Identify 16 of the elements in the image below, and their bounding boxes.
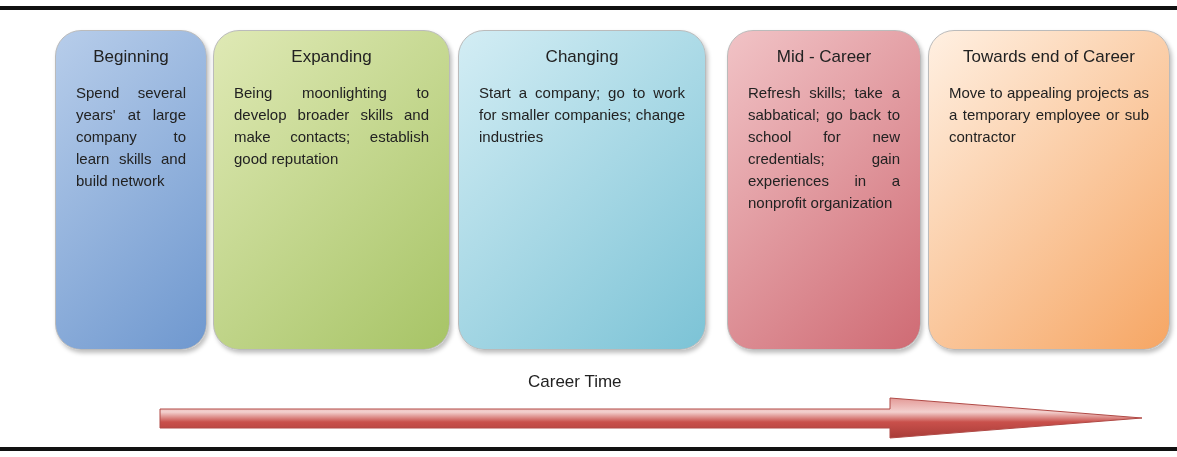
stage-card: [458, 30, 706, 350]
stage-heading: Beginning: [92, 46, 170, 68]
stage-description: Spend several years' at large company to learn skills and build network: [76, 83, 186, 191]
stage-description: Being moonlighting to develop broader skills and make contacts; establish good reputation: [234, 83, 429, 169]
stage-card: [55, 30, 207, 350]
stage-description: Move to appealing projects as a temporary employee or sub contractor: [949, 83, 1149, 147]
axis-label: Career Time: [528, 372, 622, 392]
stage-card: [928, 30, 1170, 350]
stage-description: Refresh skills; take a sabbatical; go back to school for new credentials; gain experiences in a nonprofit organization: [748, 83, 900, 213]
stage-heading: Changing: [544, 46, 620, 68]
stage-heading: Mid - Career: [775, 46, 873, 68]
stage-card: [727, 30, 921, 350]
stage-heading: Towards end of Career: [962, 46, 1136, 68]
stage-card: [213, 30, 450, 350]
stage-heading: Expanding: [290, 46, 373, 68]
stage-description: Start a company; go to work for smaller companies; change industries: [479, 83, 685, 147]
